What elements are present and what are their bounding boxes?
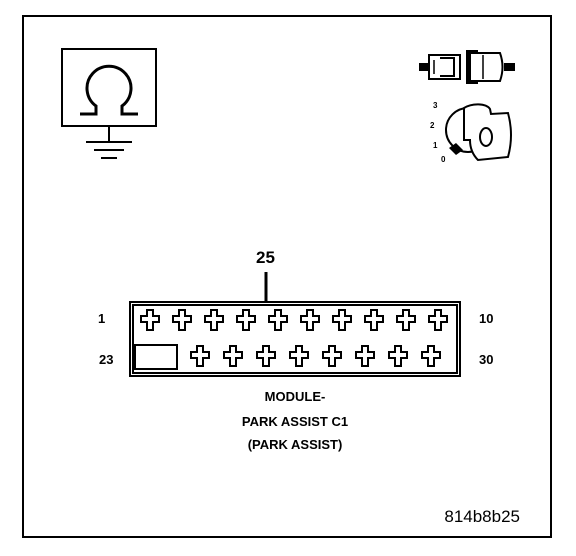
terminal-cavity-23 <box>190 345 210 367</box>
connector-disconnect-icon <box>419 50 515 84</box>
terminal-cavity-24 <box>223 345 243 367</box>
terminal-cavity-30 <box>421 345 441 367</box>
terminal-cavity-8 <box>364 309 384 331</box>
terminal-cavity-28 <box>355 345 375 367</box>
terminal-cavity-6 <box>300 309 320 331</box>
ohmmeter-ground-icon <box>61 48 157 159</box>
key-position-2: 2 <box>430 121 435 130</box>
terminal-cavity-29 <box>388 345 408 367</box>
terminal-cavity-27 <box>322 345 342 367</box>
connector-caption-line-3: (PARK ASSIST) <box>248 437 343 452</box>
pin-label-bottom-right: 30 <box>479 352 493 367</box>
terminal-cavity-4 <box>236 309 256 331</box>
ignition-key-off-icon: 3 2 1 0 <box>430 101 512 164</box>
connector-bottom-row <box>190 345 441 367</box>
terminal-cavity-10 <box>428 309 448 331</box>
figure-code: 814b8b25 <box>444 507 520 526</box>
terminal-cavity-3 <box>204 309 224 331</box>
connector-top-row <box>140 309 448 331</box>
key-position-3: 3 <box>433 101 438 110</box>
key-position-0: 0 <box>441 155 446 164</box>
pin-label-bottom-left: 23 <box>99 352 113 367</box>
terminal-cavity-2 <box>172 309 192 331</box>
pin-callout-label: 25 <box>256 248 275 267</box>
terminal-cavity-1 <box>140 309 160 331</box>
connector-c1 <box>129 301 461 377</box>
pin-label-top-left: 1 <box>98 311 105 326</box>
terminal-cavity-26 <box>289 345 309 367</box>
terminal-cavity-5 <box>268 309 288 331</box>
terminal-cavity-9 <box>396 309 416 331</box>
keyway-block <box>134 344 178 370</box>
key-position-1: 1 <box>433 141 438 150</box>
connector-caption-line-2: PARK ASSIST C1 <box>242 414 348 429</box>
terminal-cavity-7 <box>332 309 352 331</box>
terminal-cavity-25 <box>256 345 276 367</box>
connector-caption-line-1: MODULE- <box>265 389 326 404</box>
pin-label-top-right: 10 <box>479 311 493 326</box>
key-cylinder-text <box>479 127 493 147</box>
